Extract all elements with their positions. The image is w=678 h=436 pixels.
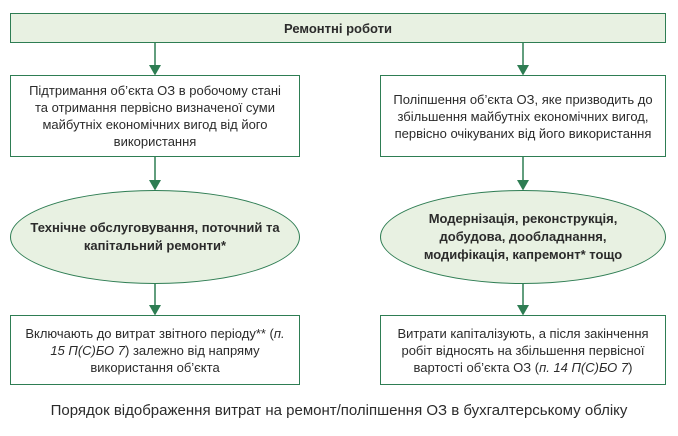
left-result-post: ) залежно від напряму використання об’єк… [90, 342, 260, 375]
left-oval: Технічне обслуговування, поточний та кап… [10, 190, 300, 284]
right-result-box: Витрати капіталізують, а після закінченн… [380, 315, 666, 385]
left-result-reference: п. 15 П(С)БО 7 [50, 325, 285, 358]
right-description-box: Поліпшення об’єкта ОЗ, яке призводить до… [380, 75, 666, 157]
right-description-text: Поліпшення об’єкта ОЗ, яке призводить до… [393, 91, 653, 141]
left-result-box: Включають до витрат звітного періоду** (… [10, 315, 300, 385]
right-oval-text: Модернізація, реконструкція, добудова, д… [423, 211, 623, 262]
left-description-text: Підтримання об’єкта ОЗ в робочому стані … [29, 83, 281, 149]
right-result-text: Витрати капіталізують, а після закінченн… [391, 325, 655, 376]
left-oval-text: Технічне обслуговування, поточний та кап… [30, 220, 280, 253]
left-result-pre: Включають до витрат звітного періоду** ( [25, 325, 274, 341]
left-description-box: Підтримання об’єкта ОЗ в робочому стані … [10, 75, 300, 157]
right-oval: Модернізація, реконструкція, добудова, д… [380, 190, 666, 284]
right-result-reference: п. 14 П(С)БО 7 [539, 359, 629, 375]
flowchart: Ремонтні роботи Підтримання об’єкта ОЗ в… [10, 13, 666, 385]
figure-caption: Порядок відображення витрат на ремонт/по… [50, 402, 628, 419]
header-label: Ремонтні роботи [284, 20, 392, 36]
right-result-post: ) [628, 359, 633, 375]
header-box: Ремонтні роботи [10, 13, 666, 43]
right-result-pre: Витрати капіталізують, а після закінченн… [397, 325, 649, 375]
connector-layer [149, 43, 529, 316]
left-result-text: Включають до витрат звітного періоду** (… [21, 325, 289, 376]
